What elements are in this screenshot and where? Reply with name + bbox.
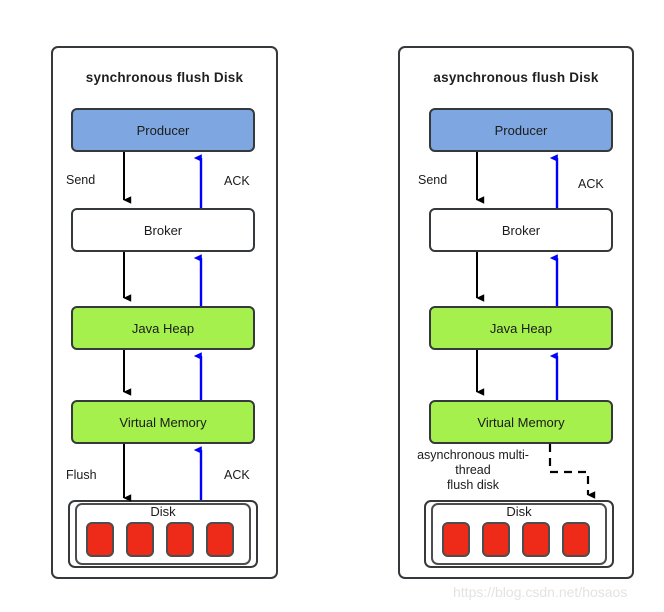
sync-label-ack-bottom: ACK (224, 468, 250, 482)
async-disk-cell (482, 522, 510, 557)
sync-node-producer[interactable]: Producer (71, 108, 255, 152)
async-note-line-3: flush disk (446, 478, 500, 492)
sync-label-send: Send (66, 173, 96, 187)
sync-node-broker-label: Broker (143, 222, 183, 238)
async-disk-cell (522, 522, 550, 557)
sync-node-virtual-memory-label: Virtual Memory (119, 414, 207, 430)
sync-node-java-heap[interactable]: Java Heap (71, 306, 255, 350)
async-node-broker[interactable]: Broker (429, 208, 613, 252)
sync-label-flush: Flush (66, 468, 97, 482)
async-disk-cell (442, 522, 470, 557)
panel-synchronous-title: synchronous flush Disk (85, 70, 244, 85)
sync-node-virtual-memory[interactable]: Virtual Memory (71, 400, 255, 444)
sync-node-producer-label: Producer (136, 122, 190, 138)
sync-label-ack-top: ACK (224, 174, 250, 188)
async-node-virtual-memory[interactable]: Virtual Memory (429, 400, 613, 444)
async-node-producer-label: Producer (494, 122, 548, 138)
async-label-send: Send (418, 173, 448, 187)
sync-disk-cell (166, 522, 194, 557)
async-node-java-heap-label: Java Heap (489, 320, 553, 336)
async-note-line-1: asynchronous multi- (417, 448, 529, 462)
sync-disk-cell (126, 522, 154, 557)
panel-asynchronous-title: asynchronous flush Disk (433, 70, 599, 85)
async-node-broker-label: Broker (501, 222, 541, 238)
async-node-virtual-memory-label: Virtual Memory (477, 414, 565, 430)
sync-disk-cell (86, 522, 114, 557)
sync-node-java-heap-label: Java Heap (131, 320, 195, 336)
sync-node-broker[interactable]: Broker (71, 208, 255, 252)
async-node-java-heap[interactable]: Java Heap (429, 306, 613, 350)
async-note-line-2: thread (455, 463, 491, 477)
async-disk-cell (562, 522, 590, 557)
async-node-producer[interactable]: Producer (429, 108, 613, 152)
watermark: https://blog.csdn.net/hosaos (453, 584, 628, 600)
async-disk-label: Disk (506, 504, 532, 519)
sync-disk-label: Disk (150, 504, 176, 519)
async-label-ack-top: ACK (578, 177, 604, 191)
async-label-flush-disk-note: asynchronous multi- thread flush disk (403, 448, 543, 493)
sync-disk-cell (206, 522, 234, 557)
